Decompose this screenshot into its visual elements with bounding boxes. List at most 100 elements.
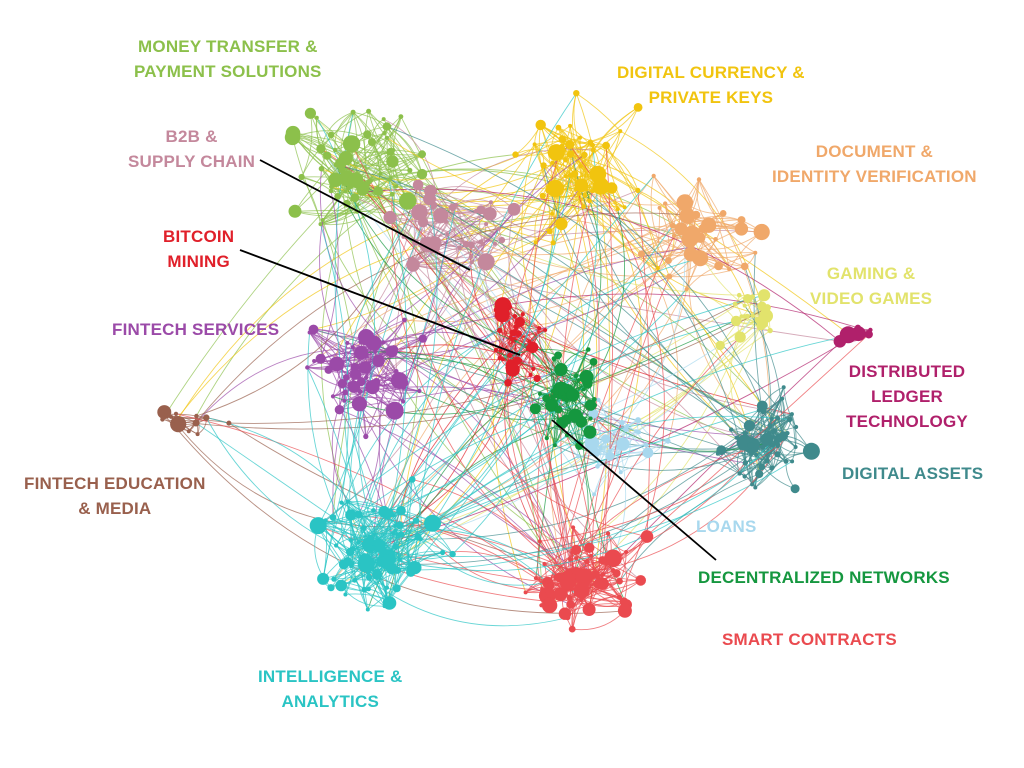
network-node <box>753 485 758 490</box>
network-node <box>372 569 383 581</box>
network-node <box>587 139 594 145</box>
network-edge <box>554 361 594 446</box>
network-node <box>742 460 748 466</box>
network-node <box>352 577 357 583</box>
network-node <box>758 289 771 302</box>
network-node <box>469 260 474 265</box>
network-node <box>478 239 484 245</box>
label-digital-currency: DIGITAL CURRENCY & PRIVATE KEYS <box>617 60 805 110</box>
label-line: PAYMENT SOLUTIONS <box>134 62 322 81</box>
network-node <box>625 423 630 428</box>
network-node <box>556 371 562 376</box>
network-node <box>736 319 741 324</box>
network-node <box>734 331 746 343</box>
network-edge <box>301 176 321 225</box>
network-edge <box>620 130 763 307</box>
network-node <box>635 417 642 424</box>
network-node <box>400 378 409 388</box>
network-node <box>514 316 526 328</box>
network-node <box>427 236 442 250</box>
network-node <box>440 549 446 556</box>
network-edge <box>352 111 380 192</box>
label-fintech-services: FINTECH SERVICES <box>112 317 279 342</box>
network-edge <box>596 440 669 453</box>
network-edge <box>540 124 607 147</box>
network-node <box>759 444 766 451</box>
network-node <box>378 505 390 518</box>
network-node <box>345 509 357 521</box>
network-edge <box>535 409 559 579</box>
network-node <box>318 222 323 227</box>
network-node <box>575 441 584 450</box>
network-edge <box>593 452 648 495</box>
label-loans: LOANS <box>696 514 757 539</box>
network-node <box>766 313 772 318</box>
network-edge <box>354 567 409 581</box>
network-edge <box>320 148 579 457</box>
network-edge <box>546 438 569 582</box>
network-node <box>331 576 337 582</box>
network-edge <box>641 253 679 442</box>
network-node <box>774 451 781 458</box>
network-edge <box>403 236 787 462</box>
network-node <box>767 423 773 428</box>
network-node <box>350 368 362 380</box>
network-node <box>775 443 780 449</box>
network-node <box>363 130 372 139</box>
network-node <box>573 582 590 599</box>
network-node <box>734 222 749 236</box>
label-line: LOANS <box>696 517 757 536</box>
network-node <box>591 572 597 577</box>
network-node <box>392 543 399 550</box>
network-node <box>786 416 793 423</box>
network-edge <box>543 165 788 434</box>
network-node <box>192 419 200 427</box>
network-node <box>533 576 538 581</box>
network-node <box>760 408 767 415</box>
network-node <box>551 356 557 362</box>
network-node <box>868 327 873 333</box>
label-line: MONEY TRANSFER & <box>138 37 318 56</box>
network-node <box>713 237 718 242</box>
network-edge <box>386 443 771 572</box>
network-node <box>497 356 502 361</box>
network-node <box>347 172 364 188</box>
network-node <box>373 186 383 197</box>
network-node <box>393 528 398 533</box>
network-edge <box>791 414 797 448</box>
network-edge <box>386 137 553 215</box>
network-node <box>497 327 503 334</box>
network-node <box>382 122 392 131</box>
network-node <box>356 377 366 387</box>
network-node <box>742 474 747 479</box>
network-edge <box>383 118 436 192</box>
network-node <box>397 531 405 538</box>
network-node <box>542 394 550 403</box>
network-node <box>684 287 689 292</box>
label-line: TECHNOLOGY <box>846 412 968 431</box>
network-node <box>543 328 548 332</box>
network-edge <box>455 199 492 206</box>
network-node <box>372 354 385 368</box>
network-node <box>750 313 755 318</box>
network-node <box>391 513 396 518</box>
network-node <box>335 157 347 170</box>
network-node <box>529 403 541 415</box>
network-node <box>542 561 547 567</box>
network-node <box>365 607 370 612</box>
network-node <box>714 261 723 271</box>
network-node <box>715 340 725 351</box>
network-node <box>328 172 343 188</box>
network-edge <box>743 410 764 463</box>
network-node <box>582 603 596 616</box>
network-node <box>383 210 397 225</box>
network-node <box>785 431 790 436</box>
network-edge <box>363 288 687 529</box>
network-node <box>573 373 579 379</box>
network-node <box>385 563 397 575</box>
network-node <box>186 429 191 434</box>
network-node <box>523 590 528 595</box>
network-node <box>579 597 584 603</box>
network-node <box>314 115 319 120</box>
